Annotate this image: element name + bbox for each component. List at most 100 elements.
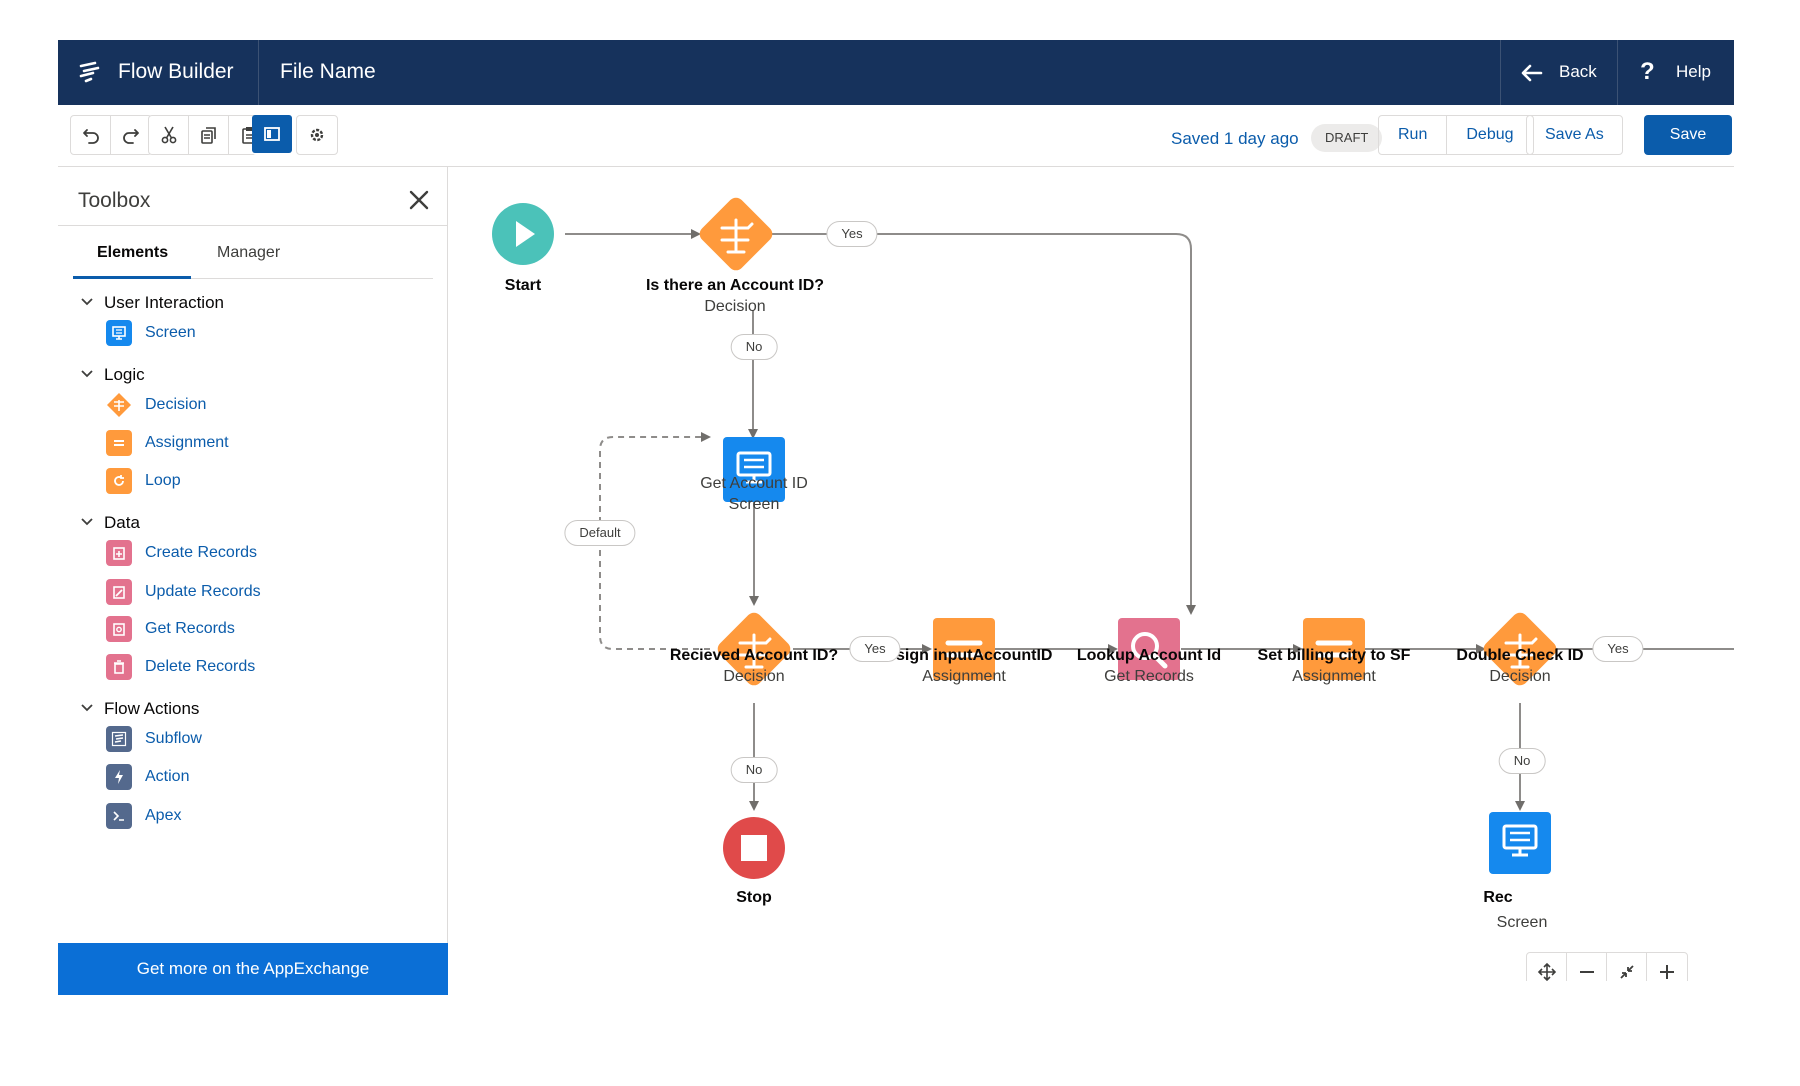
back-button[interactable]: Back — [1500, 40, 1617, 105]
section-user-interaction[interactable]: User Interaction — [80, 293, 224, 313]
toolbox-item-apex[interactable]: Apex — [106, 802, 181, 830]
settings-group — [296, 115, 338, 155]
toolbox-item-delete-records[interactable]: Delete Records — [106, 653, 255, 681]
toolbox-item-loop[interactable]: Loop — [106, 467, 181, 495]
node-title: Lookup Account Id — [1076, 647, 1222, 664]
toolbox-item-label: Create Records — [145, 544, 258, 561]
toolbox-item-label: Delete Records — [145, 658, 256, 675]
file-name[interactable]: File Name — [280, 60, 376, 83]
node-subtitle: Decision — [723, 668, 785, 685]
node-title: Double Check ID — [1456, 647, 1584, 664]
stop-node[interactable] — [723, 817, 785, 879]
panel-toggle-group — [252, 115, 292, 155]
decision-node-1[interactable] — [696, 194, 775, 273]
node-label-lookup: Lookup Account Id Get Records — [1077, 647, 1221, 686]
connector-label-no: No — [730, 334, 778, 360]
undo-icon — [82, 129, 99, 144]
settings-button[interactable] — [297, 116, 337, 154]
connector-layer — [492, 194, 1734, 879]
help-button[interactable]: ? Help — [1617, 40, 1734, 105]
flow-canvas[interactable]: Start Is there an Account ID? Decision G… — [448, 167, 1734, 981]
toolbox-item-label: Decision — [145, 396, 207, 413]
section-logic[interactable]: Logic — [80, 365, 145, 385]
screen-node-1[interactable] — [723, 437, 785, 502]
assignment-node-2[interactable] — [1303, 618, 1365, 680]
close-icon[interactable] — [408, 189, 430, 211]
connector-label-yes: Yes — [826, 221, 878, 247]
panel-icon — [264, 127, 280, 141]
question-icon: ? — [1640, 58, 1655, 85]
flow-builder-app: Flow Builder File Name Back ? Help — [58, 40, 1734, 995]
node-subtitle: Screen — [728, 496, 780, 513]
zoom-controls — [1526, 952, 1688, 981]
connector-label-default: Default — [564, 520, 636, 546]
node-title: Recieved Account ID? — [669, 647, 839, 664]
node-title: Is there an Account ID? — [645, 277, 825, 294]
fit-icon — [1619, 965, 1634, 979]
chevron-down-icon — [81, 518, 93, 526]
apex-icon — [106, 803, 132, 829]
back-label: Back — [1559, 62, 1597, 81]
tab-manager[interactable]: Manager — [217, 244, 281, 261]
flow-logo-icon — [79, 61, 100, 83]
node-label-assign1: Assign inputAccountID Assignment — [876, 647, 1053, 686]
zoom-out-button[interactable] — [1567, 953, 1607, 981]
chevron-down-icon — [81, 370, 93, 378]
zoom-in-button[interactable] — [1647, 953, 1687, 981]
copy-icon — [200, 127, 216, 144]
toolbox-item-update-records[interactable]: Update Records — [106, 578, 261, 606]
toolbox-item-action[interactable]: Action — [106, 763, 189, 791]
start-node[interactable] — [492, 203, 554, 265]
toolbox-item-label: Assignment — [145, 434, 229, 451]
node-title: Get Account ID — [700, 475, 808, 492]
action-icon — [106, 764, 132, 790]
node-label-decision3: Double Check ID Decision — [1456, 647, 1583, 686]
section-label: Flow Actions — [104, 699, 200, 718]
pan-button[interactable] — [1527, 953, 1567, 981]
assignment-node-1[interactable] — [933, 618, 995, 680]
get-records-node[interactable] — [1118, 618, 1180, 680]
cut-button[interactable] — [149, 116, 189, 154]
toolbox-item-decision[interactable]: Decision — [106, 391, 206, 419]
run-button[interactable]: Run — [1379, 116, 1448, 154]
toolbox-item-screen[interactable]: Screen — [106, 319, 196, 347]
screen-node-2[interactable] — [1489, 812, 1551, 874]
undo-button[interactable] — [71, 116, 111, 154]
connector-label-no: No — [1498, 748, 1546, 774]
node-subtitle: Decision — [1489, 668, 1551, 685]
decision-node-3[interactable] — [1480, 609, 1559, 688]
cut-icon — [161, 126, 176, 144]
node-title: Assign inputAccountID — [875, 647, 1053, 664]
divider — [58, 225, 448, 226]
toolbox-item-create-records[interactable]: Create Records — [106, 539, 257, 567]
redo-button[interactable] — [111, 116, 151, 154]
section-data[interactable]: Data — [80, 513, 140, 533]
help-label: Help — [1676, 62, 1711, 81]
decision-node-2[interactable] — [714, 609, 793, 688]
toolbox-item-assignment[interactable]: Assignment — [106, 429, 229, 457]
toggle-toolbox-button[interactable] — [252, 115, 292, 153]
node-subtitle: Assignment — [922, 668, 1006, 685]
chevron-down-icon — [81, 298, 93, 306]
connector-decision1-yes[interactable] — [770, 233, 1196, 615]
debug-button[interactable]: Debug — [1466, 126, 1514, 143]
toolbox-item-subflow[interactable]: Subflow — [106, 725, 202, 753]
toolbox-title: Toolbox — [78, 189, 151, 212]
save-button[interactable]: Save — [1644, 115, 1732, 155]
run-debug-group: Run Debug — [1378, 115, 1534, 155]
node-label-stop: Stop — [736, 889, 772, 907]
node-label-start: Start — [505, 277, 541, 295]
chevron-down-icon — [81, 704, 93, 712]
save-as-button[interactable]: Save As — [1526, 115, 1623, 155]
tab-elements[interactable]: Elements — [97, 244, 169, 261]
decision-icon — [106, 392, 132, 418]
saved-status: Saved 1 day ago — [1171, 129, 1299, 148]
toolbox-item-label: Update Records — [145, 583, 261, 600]
node-subtitle: Assignment — [1292, 668, 1376, 685]
appexchange-link[interactable]: Get more on the AppExchange — [58, 943, 448, 995]
copy-button[interactable] — [189, 116, 229, 154]
toolbox-item-get-records[interactable]: Get Records — [106, 615, 235, 643]
fit-view-button[interactable] — [1607, 953, 1647, 981]
section-flow-actions[interactable]: Flow Actions — [80, 699, 199, 719]
node-label-decision2: Recieved Account ID? Decision — [670, 647, 838, 686]
